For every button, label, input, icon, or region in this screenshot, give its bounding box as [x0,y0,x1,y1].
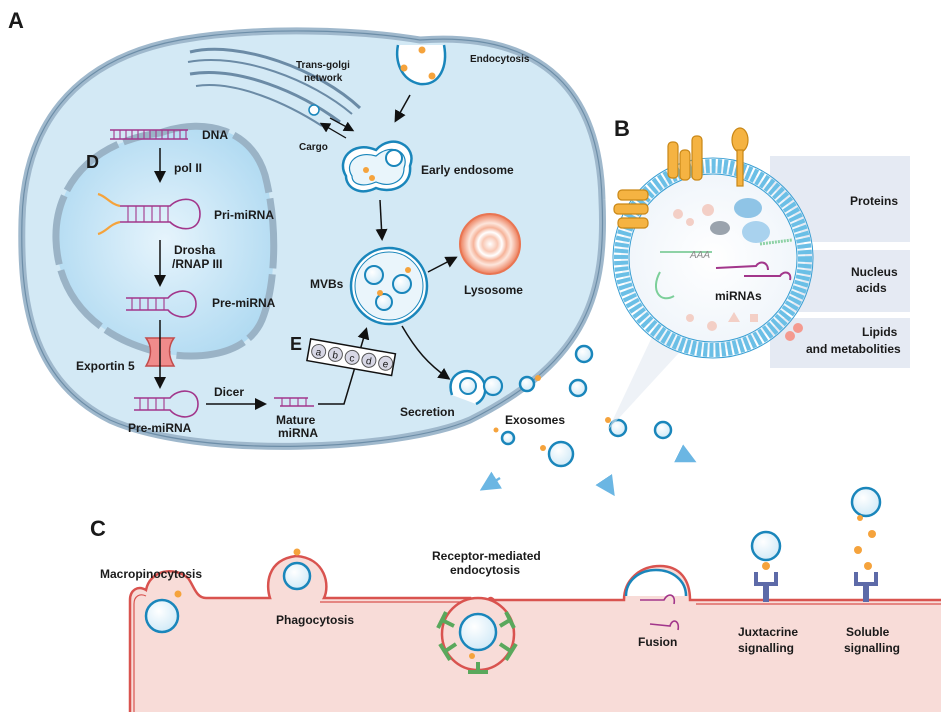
svg-text:network: network [304,73,343,84]
exportin-label: Exportin 5 [76,359,135,373]
cargo-arrow-out [319,122,347,139]
nucleic-label-1: Nucleus [851,265,898,279]
seq-e: e [382,359,390,371]
target-cell [128,554,941,712]
nucleus [52,122,278,360]
dna-strand [110,129,188,140]
soluble-label-1: Soluble [846,625,890,639]
panel-e-label: E [290,334,302,354]
pre-mirna-cytoplasmic [134,390,199,418]
juxtacrine-event [750,530,782,602]
golgi-label-1: Trans-golgi [296,60,350,71]
endocytosis-pit [396,44,447,86]
mature-label-1: Mature [276,413,316,427]
golgi-label-2: network [304,73,343,84]
nucleic-label-2: acids [856,281,887,295]
mvb-to-lysosome-arrow [427,256,458,273]
dispersal-arrows [479,444,697,497]
pol-ii-label: pol II [174,161,202,175]
early-endosome-label: Early endosome [421,163,514,177]
svg-text:Lipids: Lipids [862,325,898,339]
drosha-label-2: /RNAP III [172,257,222,271]
cargo-label: Cargo [299,142,328,153]
secretion-site [449,369,504,406]
fusion-event [624,568,688,631]
exportin-5-channel [144,320,176,389]
pre-mirna-nuclear-label: Pre-miRNA [212,296,276,310]
endocytosis-arrow [394,94,411,123]
receptor-mediated-event [436,596,518,674]
mvbs-label: MVBs [310,277,344,291]
mature-mirna [274,397,314,407]
svg-text:Receptor-mediated: Receptor-mediated [432,549,541,563]
mvb [349,246,429,326]
aaa-label: AAA [689,250,710,261]
svg-text:signalling: signalling [844,641,900,655]
receptor-label-1: Receptor-mediated [432,549,541,563]
pre-mirna-nuclear [126,290,197,318]
macropinocytosis-label: Macropinocytosis [100,567,202,581]
dicer-label: Dicer [214,385,244,399]
svg-text:and metabolities: and metabolities [806,342,901,356]
secretion-label: Secretion [400,405,455,419]
macropinocytosis-event [144,590,182,634]
drosha-label-1: Drosha [174,243,216,257]
fusion-label: Fusion [638,635,677,649]
mirnas-label: miRNAs [715,289,762,303]
svg-text:Soluble: Soluble [846,625,890,639]
panel-d-label: D [86,152,99,172]
seq-a: a [315,347,323,359]
phagocytosis-label: Phagocytosis [276,613,354,627]
endosome-to-mvb-arrow [375,199,388,241]
receptor-label-2: endocytosis [450,563,520,577]
golgi-vesicle [308,104,320,116]
lysosome-label: Lysosome [464,283,523,297]
panel-c-label: C [90,516,106,541]
svg-text:/RNAP III: /RNAP III [172,257,222,271]
svg-text:signalling: signalling [738,641,794,655]
mature-label-2: miRNA [278,426,318,440]
sequence-box: a b c d e [306,338,397,377]
juxtacrine-label-1: Juxtacrine [738,625,798,639]
dna-label: DNA [202,128,228,142]
svg-text:Nucleus: Nucleus [851,265,898,279]
proteins-label: Proteins [850,194,898,208]
svg-text:acids: acids [856,281,887,295]
lipids-label-2: and metabolities [806,342,901,356]
seq-d: d [365,356,372,368]
phagocytosis-event [282,548,312,591]
cargo-arrow-in [329,117,355,132]
lysosome [459,213,521,275]
endocytosis-label: Endocytosis [470,54,530,65]
soluble-label-2: signalling [844,641,900,655]
panel-b-label: B [614,116,630,141]
seq-c: c [348,353,355,365]
mvb-to-secretion-arrow [401,325,451,380]
exosomes-label: Exosomes [505,413,565,427]
exosome-cross-section [608,127,910,430]
early-endosome [341,140,413,193]
svg-text:Mature: Mature [276,413,316,427]
svg-text:endocytosis: endocytosis [450,563,520,577]
panel-a-label: A [8,8,24,33]
released-exosomes [493,344,673,468]
juxtacrine-label-2: signalling [738,641,794,655]
trans-golgi-network [187,47,362,127]
soluble-event [850,486,882,602]
seq-b: b [331,350,339,362]
pri-mirna [97,192,201,236]
lipids-label-1: Lipids [862,325,898,339]
pre-mirna-cytoplasmic-label: Pre-miRNA [128,421,192,435]
svg-text:Trans-golgi: Trans-golgi [296,60,350,71]
svg-text:miRNA: miRNA [278,426,318,440]
pri-mirna-label: Pri-miRNA [214,208,274,222]
svg-text:Drosha: Drosha [174,243,216,257]
svg-text:Juxtacrine: Juxtacrine [738,625,798,639]
